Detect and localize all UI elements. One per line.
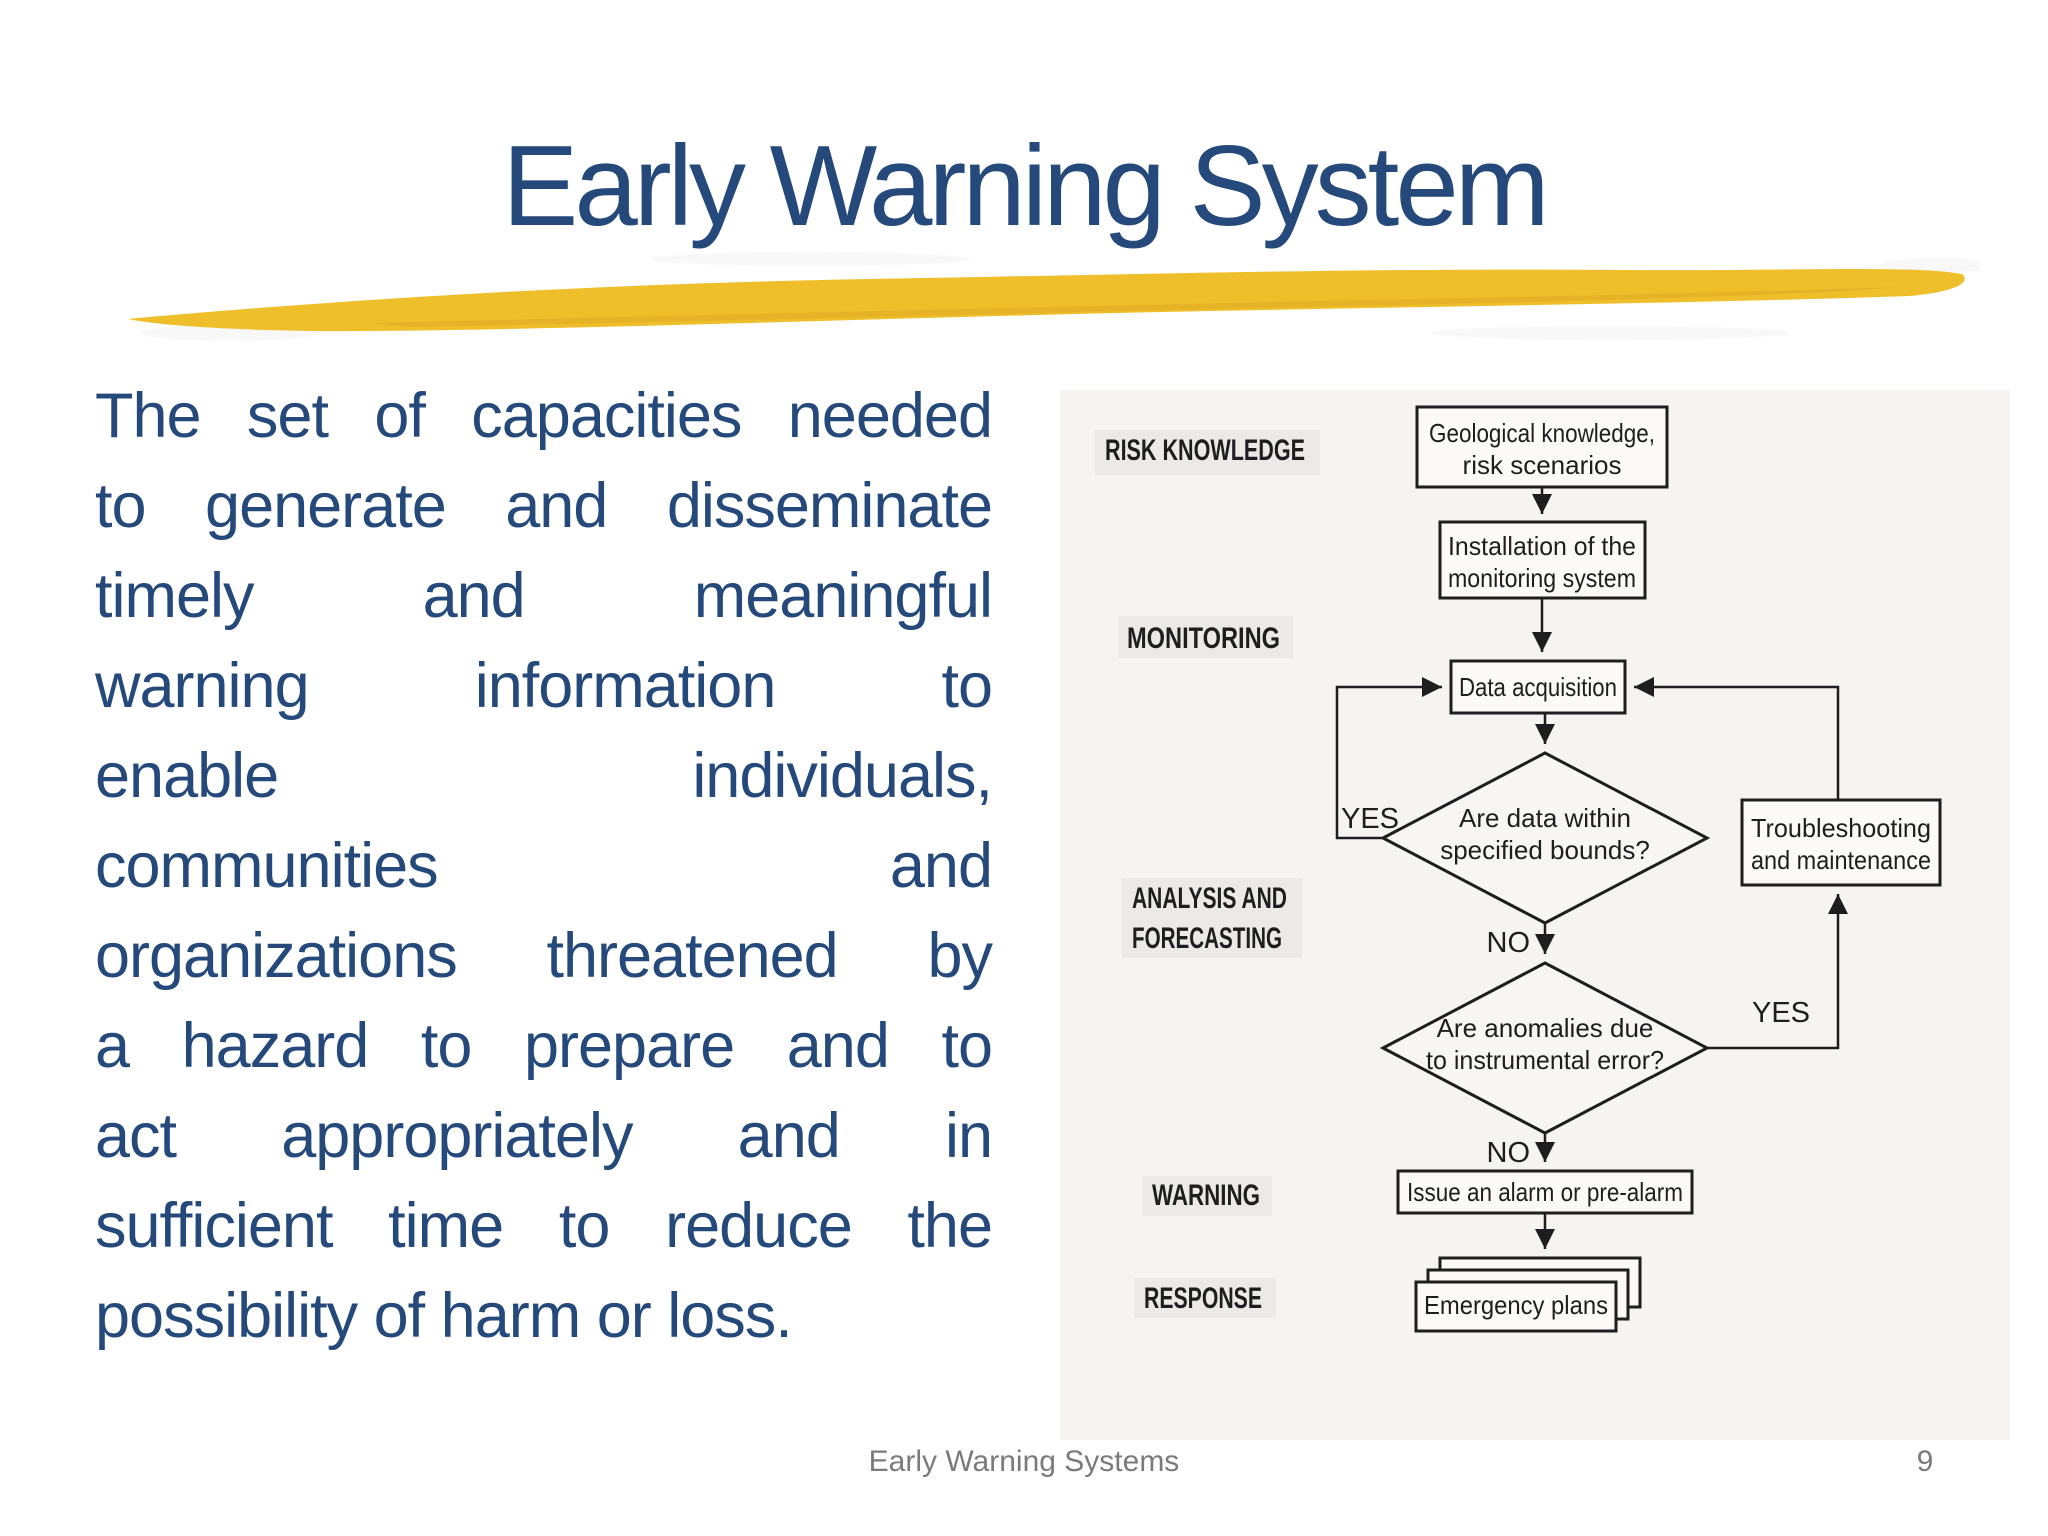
node-text: Are data within	[1459, 803, 1631, 833]
node-text: Geological knowledge,	[1429, 418, 1655, 448]
node-text: risk scenarios	[1463, 450, 1622, 480]
stage-label-analysis-line2: FORECASTING	[1132, 922, 1282, 955]
node-text: monitoring system	[1448, 563, 1636, 593]
stage-label-monitoring: MONITORING	[1127, 622, 1280, 655]
footer-title: Early Warning Systems	[868, 1445, 1180, 1478]
body-line: The set of capacities needed	[95, 381, 993, 451]
node-issue-alarm: Issue an alarm or pre-alarm	[1396, 1169, 1694, 1215]
decision-data-within-bounds: Are data within specified bounds?	[1379, 751, 1711, 925]
edge-label-yes: YES	[1752, 997, 1810, 1029]
edge-label-no: NO	[1487, 927, 1531, 959]
body-line: timely and meaningful	[95, 561, 993, 631]
yellow-brush-underline-icon	[128, 252, 1980, 341]
edge-label-yes: YES	[1341, 803, 1399, 835]
node-text: to instrumental error?	[1426, 1045, 1664, 1075]
body-line: possibility of harm or loss.	[95, 1281, 793, 1351]
node-text: Data acquisition	[1459, 672, 1617, 702]
node-data-acquisition: Data acquisition	[1449, 659, 1627, 715]
body-line: organizations threatened by	[95, 921, 993, 991]
node-text: Installation of the	[1448, 531, 1636, 561]
stage-label-warning: WARNING	[1152, 1179, 1260, 1212]
node-geological-knowledge: Geological knowledge, risk scenarios	[1415, 405, 1669, 489]
node-text: Emergency plans	[1424, 1290, 1608, 1320]
body-line: warning information to	[95, 651, 993, 721]
node-text: Troubleshooting	[1751, 813, 1931, 843]
stage-label-analysis-line1: ANALYSIS AND	[1132, 882, 1287, 915]
edge-label-no: NO	[1487, 1137, 1531, 1169]
body-line: act appropriately and in	[95, 1101, 993, 1171]
body-line: a hazard to prepare and to	[95, 1011, 993, 1081]
body-paragraph: The set of capacities needed to generate…	[95, 371, 993, 1361]
body-line: communities and	[95, 831, 993, 901]
slide-title: Early Warning System	[502, 123, 1549, 250]
stage-label-risk-knowledge: RISK KNOWLEDGE	[1105, 434, 1305, 467]
node-text: Issue an alarm or pre-alarm	[1407, 1177, 1683, 1207]
node-text: Are anomalies due	[1437, 1013, 1654, 1043]
decision-anomalies-instrumental-error: Are anomalies due to instrumental error?	[1379, 961, 1711, 1135]
stage-label-response: RESPONSE	[1144, 1282, 1262, 1315]
node-text: and maintenance	[1751, 845, 1931, 875]
node-installation: Installation of the monitoring system	[1438, 520, 1647, 600]
early-warning-flowchart: RISK KNOWLEDGE MONITORING ANALYSIS AND F…	[1060, 390, 2010, 1440]
node-emergency-plans: Emergency plans	[1414, 1256, 1642, 1333]
page-number: 9	[1916, 1445, 1934, 1478]
body-line: sufficient time to reduce the	[95, 1191, 993, 1261]
body-line: to generate and disseminate	[95, 471, 993, 541]
body-line: enable individuals,	[95, 741, 993, 811]
node-troubleshooting: Troubleshooting and maintenance	[1740, 798, 1942, 887]
node-text: specified bounds?	[1440, 835, 1650, 865]
